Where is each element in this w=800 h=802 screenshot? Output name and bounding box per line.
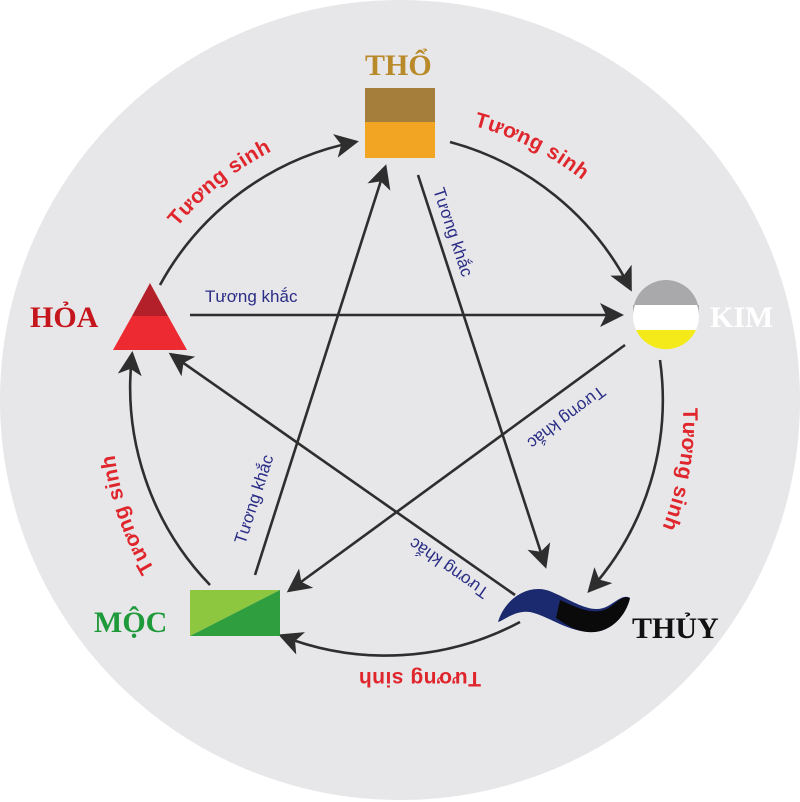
moc-label: MỘC	[94, 606, 167, 639]
hoa-triangle-top	[132, 283, 168, 316]
arc-hoa-to-tho	[158, 134, 359, 286]
hoa-node: HỎA	[30, 283, 187, 350]
arc-tho-to-kim	[449, 140, 632, 292]
kim-node: KIM	[633, 280, 773, 350]
kim-label: KIM	[710, 301, 773, 334]
moc-rect-lower	[190, 590, 280, 636]
hoa-label: HỎA	[30, 301, 99, 334]
line-thuy-to-hoa	[168, 352, 516, 597]
arc-moc-to-hoa	[117, 351, 211, 586]
sinh-label-bottom: Tương sinh	[358, 667, 481, 690]
thuy-label: THỦY	[632, 612, 719, 645]
arc-thuy-to-moc	[278, 620, 521, 657]
tho-label: THỔ	[365, 48, 432, 82]
tho-node: THỔ	[365, 48, 435, 158]
line-tho-to-thuy	[416, 174, 551, 569]
khac-lines	[168, 164, 626, 597]
line-moc-to-tho	[253, 164, 391, 576]
sinh-arcs	[117, 134, 665, 657]
tho-square-top	[365, 88, 435, 122]
thuy-node: THỦY	[498, 588, 719, 645]
hoa-triangle-bottom	[113, 316, 187, 350]
moc-node: MỘC	[94, 590, 280, 639]
khac-label-hoa-kim: Tương khắc	[205, 287, 298, 306]
arc-kim-to-thuy	[587, 359, 665, 593]
line-kim-to-moc	[286, 343, 626, 593]
kim-circle-bottom	[636, 330, 696, 350]
tho-square-bottom	[365, 122, 435, 158]
